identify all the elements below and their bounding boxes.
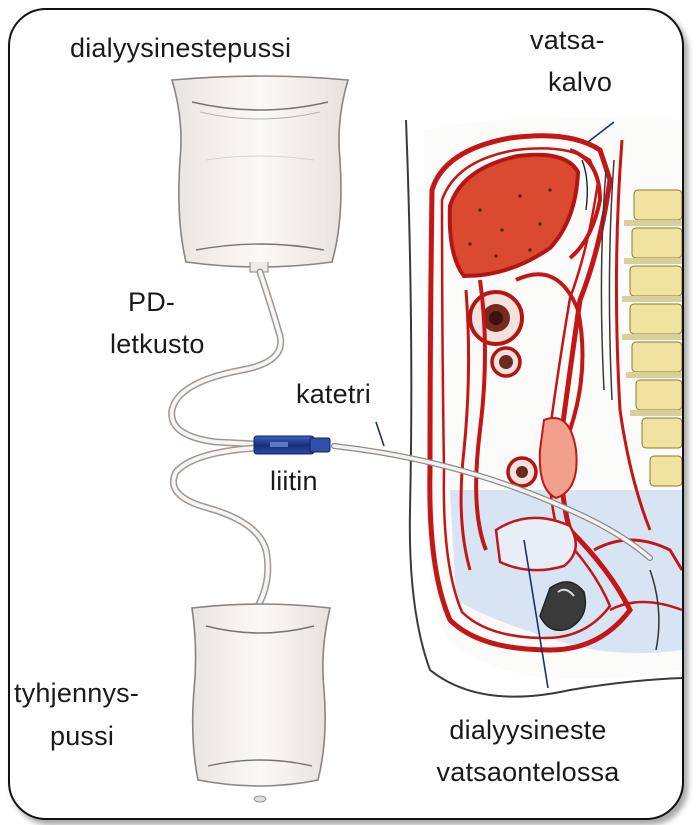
figure-frame: dialyysinestepussi vatsa- kalvo PD- letk… [8,8,684,820]
dialysate-in-cavity-label-line2: vatsaontelossa [396,756,660,788]
catheter-label: katetri [296,378,371,410]
dialysate-bag-top [172,76,348,272]
drain-bag-label-line2: pussi [50,720,114,752]
drain-bag-label-line1: tyhjennys- [14,677,139,709]
connector-label: liitin [270,465,318,497]
abdomen-cross-section [406,117,682,697]
pd-tubing-label-line2: letkusto [110,328,205,360]
drain-bag [192,604,330,802]
dialysate-bag-label: dialyysinestepussi [70,32,291,64]
connector [254,436,330,454]
pd-tubing-label-line1: PD- [128,286,175,318]
peritoneum-label-line2: kalvo [548,66,612,98]
dialysate-in-cavity-label-line1: dialyysineste [406,714,650,746]
peritoneum-label-line1: vatsa- [530,24,605,56]
